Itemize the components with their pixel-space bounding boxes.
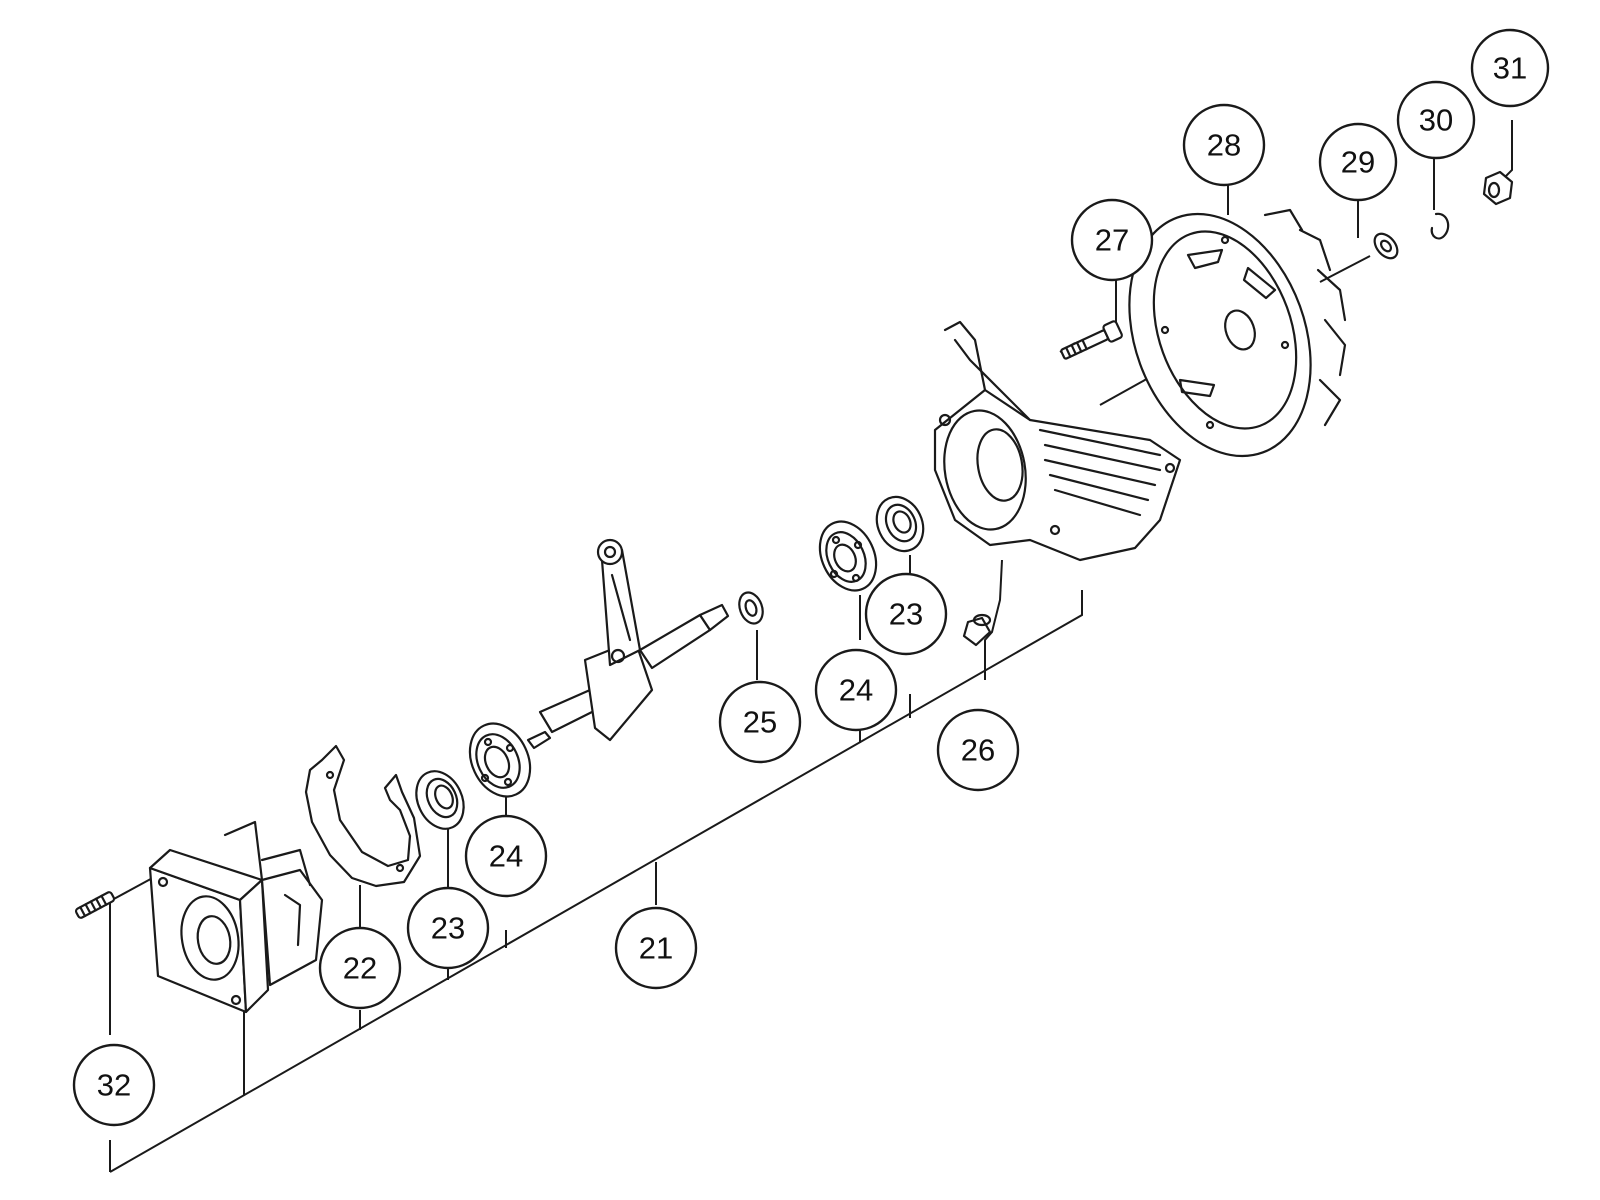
callout-27: 27 [1070, 198, 1154, 282]
callout-28: 28 [1182, 103, 1266, 187]
svg-text:31: 31 [1493, 51, 1527, 86]
callout-26: 26 [936, 708, 1020, 792]
svg-text:22: 22 [343, 951, 377, 986]
svg-text:24: 24 [489, 839, 523, 874]
svg-text:28: 28 [1207, 128, 1241, 163]
svg-text:21: 21 [639, 931, 673, 966]
callout-22: 22 [318, 926, 402, 1010]
flywheel-28 [1128, 208, 1347, 458]
svg-text:25: 25 [743, 705, 777, 740]
plug-26 [962, 613, 992, 647]
ball-bearing-24-right [818, 520, 878, 592]
gasket-22 [304, 744, 422, 888]
callout-23-right: 23 [864, 572, 948, 656]
callout-29: 29 [1318, 122, 1398, 202]
svg-text:32: 32 [97, 1068, 131, 1103]
crankcase-right-half [933, 320, 1182, 562]
callout-25: 25 [718, 680, 802, 764]
svg-text:29: 29 [1341, 145, 1375, 180]
snap-ring-30 [1430, 212, 1450, 240]
small-bearing-23-right [875, 495, 925, 553]
bolt-27 [1060, 320, 1123, 360]
callout-31: 31 [1470, 28, 1550, 108]
leader-lines [109, 120, 1513, 1173]
callout-24-right: 24 [814, 648, 898, 732]
svg-text:24: 24 [839, 673, 873, 708]
svg-text:23: 23 [431, 911, 465, 946]
washer-25 [738, 591, 764, 625]
callout-32: 32 [72, 1043, 156, 1127]
callout-24-left: 24 [464, 814, 548, 898]
ball-bearing-24-left [468, 722, 532, 798]
svg-text:23: 23 [889, 597, 923, 632]
small-bearing-23-left [415, 770, 465, 830]
callout-23-left: 23 [406, 886, 490, 970]
crankshaft [526, 538, 730, 750]
svg-text:26: 26 [961, 733, 995, 768]
crankcase-left-half [148, 820, 324, 1014]
callout-21: 21 [614, 906, 698, 990]
stud-bolt-32 [74, 891, 116, 919]
nut-31 [1482, 170, 1514, 206]
svg-text:30: 30 [1419, 103, 1453, 138]
svg-text:27: 27 [1095, 223, 1129, 258]
callout-30: 30 [1396, 80, 1476, 160]
washer-29 [1373, 232, 1399, 260]
